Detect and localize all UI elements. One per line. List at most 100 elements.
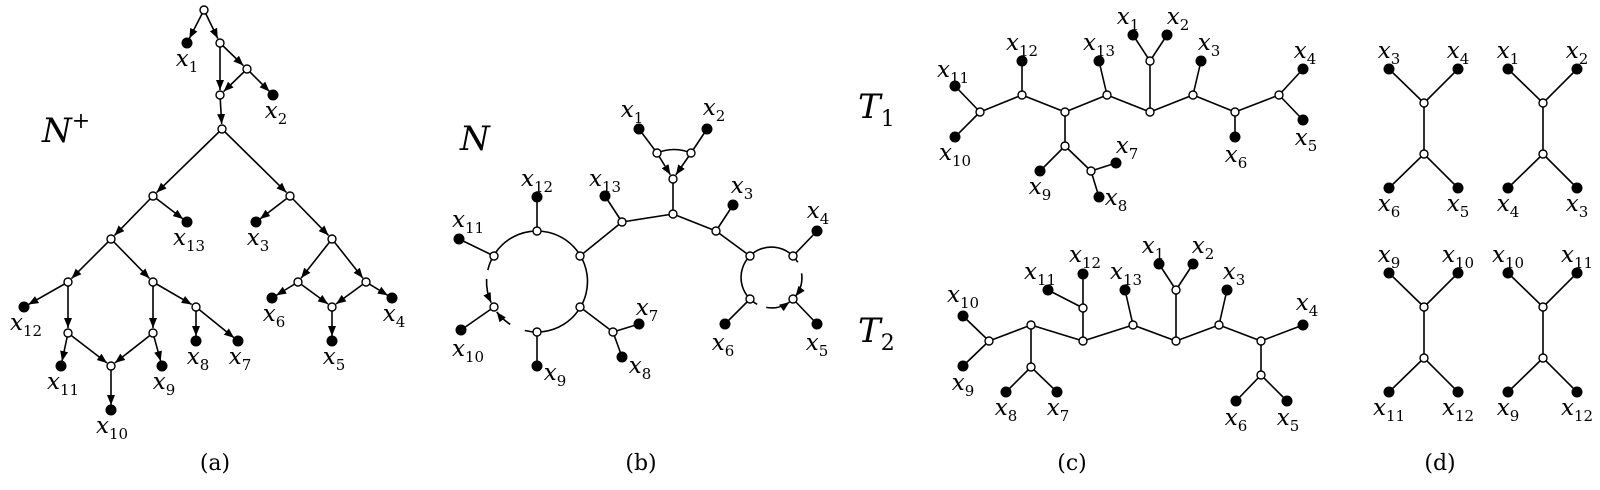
leaf-node [1093, 55, 1105, 67]
pendant-edge [1260, 324, 1304, 342]
internal-node [1538, 302, 1548, 312]
pendant-edge [724, 298, 751, 325]
leaf-label: x9 [952, 370, 975, 400]
leaf-label: x2 [1192, 233, 1215, 263]
leaf-node [1452, 182, 1464, 194]
leaf-label: x5 [1277, 405, 1300, 435]
pendant-edge [1542, 153, 1578, 189]
leaf-label: x4 [383, 301, 406, 331]
leaf-node [1042, 284, 1054, 296]
internal-node [745, 294, 755, 304]
internal-node [1026, 320, 1036, 330]
edge [621, 213, 674, 223]
edge [988, 324, 1032, 342]
internal-node [217, 124, 227, 134]
edge [1132, 324, 1177, 342]
pendant-edge [1278, 68, 1304, 96]
leaf-node [1571, 182, 1583, 194]
pendant-edge [246, 68, 271, 93]
pendant-edge [1542, 272, 1578, 308]
leaf-node [1000, 386, 1012, 398]
edge [152, 281, 193, 306]
leaf-node [1016, 55, 1028, 67]
pendant-edge [259, 195, 291, 220]
leaf-label: x12 [1442, 395, 1474, 425]
leaf-label: x5 [1295, 125, 1318, 155]
pendant-edge [1507, 68, 1544, 104]
internal-node [242, 64, 252, 74]
pendant-edge [1423, 357, 1459, 393]
edge [300, 238, 333, 279]
leaf-node [1571, 267, 1583, 279]
leaf-label: x13 [173, 225, 205, 255]
edge [289, 195, 330, 236]
internal-node [1188, 90, 1198, 100]
leaf-label: x9 [1497, 395, 1520, 425]
leaf-label: x4 [1296, 290, 1319, 320]
leaf-label: x4 [1294, 38, 1317, 68]
leaf-label: x9 [153, 369, 176, 399]
edge [1175, 324, 1220, 342]
leaf-label: x10 [452, 336, 484, 366]
internal-node [788, 251, 798, 261]
tree-title-t1: T1 [858, 87, 895, 132]
internal-node [293, 277, 303, 287]
leaf-label: x11 [1024, 259, 1056, 289]
reticulation-edge [794, 273, 805, 297]
network-title-n: N [459, 119, 491, 159]
internal-node [215, 90, 225, 100]
pendant-edge [1047, 289, 1084, 309]
internal-node [327, 234, 337, 244]
internal-node [1230, 107, 1240, 117]
leaf-label: x1 [1142, 233, 1165, 263]
leaf-label: x6 [1225, 142, 1248, 172]
leaf-node [1034, 165, 1046, 177]
leaf-label: x3 [1378, 38, 1401, 68]
leaf-label: x11 [1373, 395, 1405, 425]
pendant-edge [1218, 289, 1228, 326]
edge [579, 221, 623, 257]
leaf-label: x4 [1447, 38, 1470, 68]
leaf-node [599, 190, 611, 202]
caption-c: (c) [1057, 451, 1087, 476]
leaf-node [1452, 386, 1464, 398]
leaf-node [1119, 284, 1131, 296]
leaf-node [1502, 182, 1514, 194]
leaf-node [1230, 395, 1242, 407]
internal-node [617, 217, 627, 227]
edge [221, 128, 287, 194]
internal-node [63, 328, 73, 338]
leaf-label: x5 [1447, 191, 1470, 221]
pendant-edge [1124, 289, 1134, 326]
leaf-label: x3 [1223, 259, 1246, 289]
leaf-node [1383, 63, 1395, 75]
leaf-node [531, 360, 543, 372]
leaf-node [1281, 395, 1293, 407]
leaf-label: x12 [10, 310, 42, 340]
internal-node [788, 294, 798, 304]
leaf-label: x10 [939, 140, 971, 170]
pendant-edge [1507, 153, 1544, 189]
internal-node [361, 277, 371, 287]
internal-node [1538, 149, 1548, 159]
leaf-label: x7 [636, 295, 659, 325]
edge [579, 306, 614, 333]
leaf-label: x12 [1561, 395, 1593, 425]
edge [297, 281, 329, 305]
internal-node [668, 209, 678, 219]
leaf-node [105, 404, 117, 416]
leaf-label: x9 [544, 360, 567, 390]
leaf-node [18, 301, 30, 313]
leaf-label: x4 [807, 198, 830, 228]
edge [223, 68, 248, 93]
leaf-label: x2 [703, 95, 726, 125]
pendant-edge [1192, 60, 1202, 96]
leaf-label: x2 [265, 98, 288, 128]
leaf-node [1452, 63, 1464, 75]
edge [67, 332, 108, 364]
leaf-node [232, 335, 244, 347]
internal-node [199, 5, 209, 15]
